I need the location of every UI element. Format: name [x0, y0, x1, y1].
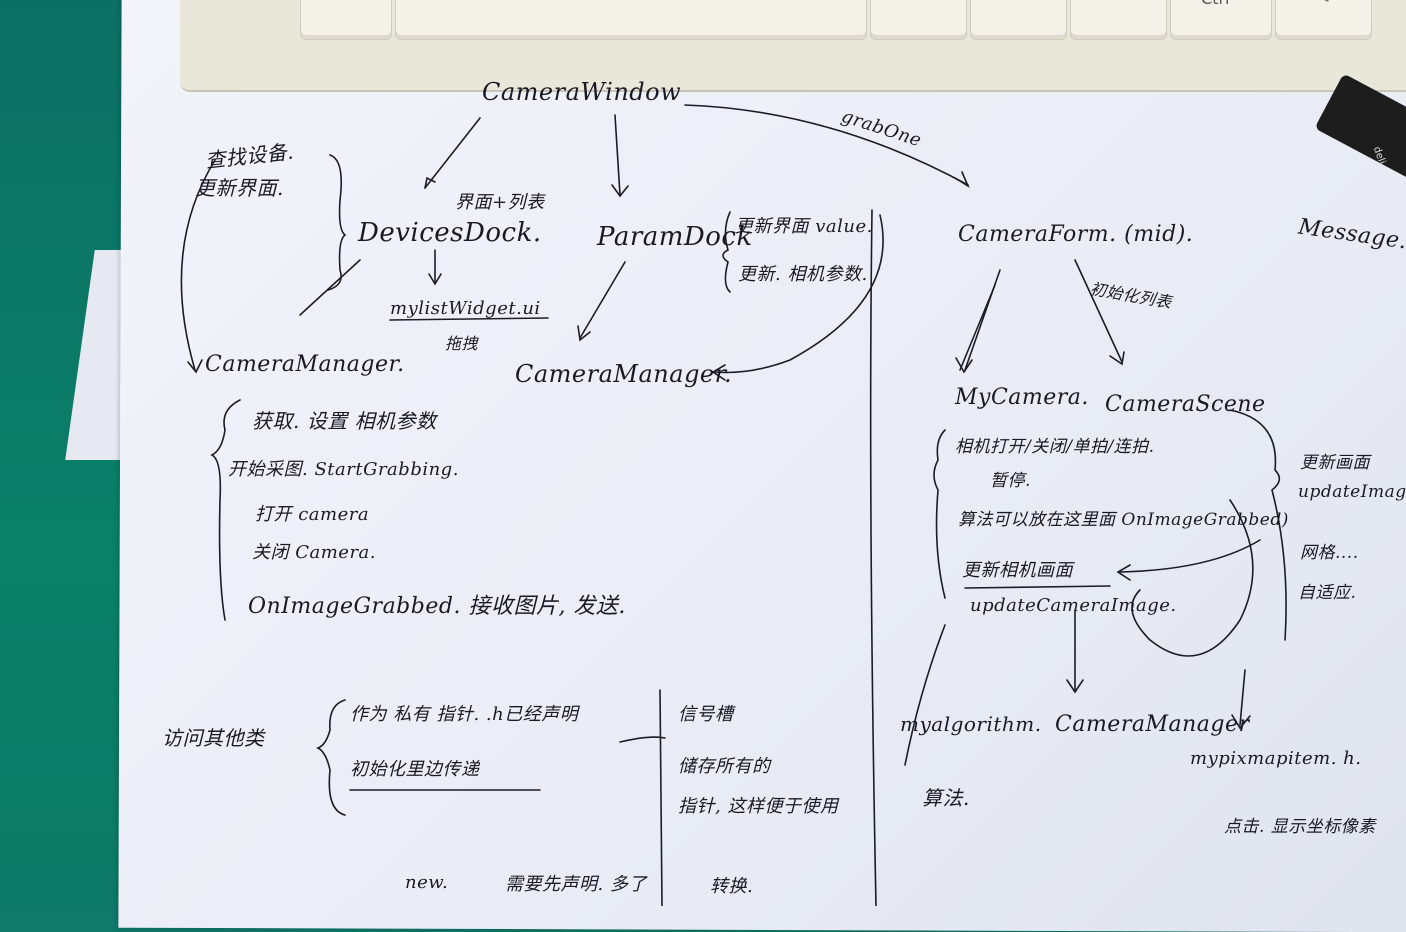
note-bottom-partial: 需要先声明. 多了 — [505, 874, 647, 895]
note-cm-start-grab: 开始采图. StartGrabbing. — [228, 459, 459, 480]
arrow-scene-to-mycamera — [1119, 539, 1261, 573]
arrow-head — [577, 325, 591, 342]
note-camera-form: CameraForm. (mid). — [958, 222, 1194, 247]
divider-line — [869, 209, 877, 906]
arrow-head — [187, 359, 203, 374]
arrow-left-icon: ◁ — [1316, 0, 1328, 4]
keyboard-key — [870, 0, 967, 40]
brace-paramdock — [722, 211, 731, 293]
curve-to-cm-mid — [714, 214, 884, 374]
note-init-pass: 初始化里边传递 — [350, 759, 480, 780]
note-my-algorithm: myalgorithm. — [900, 712, 1042, 736]
note-ptr-easy-use: 指针, 这样便于使用 — [678, 796, 839, 817]
note-mc-open-close: 相机打开/关闭/单拍/连拍. — [955, 437, 1155, 457]
keyboard: Ctrl ◁ — [180, 0, 1406, 92]
arrow-head — [1109, 351, 1125, 366]
note-drag: 拖拽 — [445, 334, 479, 353]
handwritten-arrows — [180, 104, 1287, 906]
keyboard-key — [970, 0, 1067, 40]
arrow-head — [1231, 714, 1251, 730]
arrow-cw-to-devicesdock — [424, 117, 481, 189]
note-click-show-pixel: 点击. 显示坐标像素 — [1224, 817, 1376, 837]
note-mc-algo: 算法可以放在这里面 OnImageGrabbed) — [958, 510, 1289, 530]
note-convert: 转换. — [710, 876, 754, 897]
note-mc-update-camera-image: updateCameraImage. — [970, 595, 1177, 616]
arrow-cf-to-scene — [1074, 259, 1123, 363]
note-cs-update-screen: 更新画面 — [1300, 453, 1370, 473]
keyboard-ctrl-key: Ctrl — [1170, 0, 1272, 40]
keyboard-spacebar — [395, 0, 867, 40]
note-camera-manager-left: CameraManager. — [205, 352, 405, 377]
arrow-cf-to-mycamera-2 — [959, 284, 996, 371]
note-param-dock: ParamDock — [597, 222, 753, 252]
note-camera-manager-bottom: CameraManager — [1055, 712, 1250, 737]
arrow-head — [711, 364, 726, 381]
arrow-paramdock-to-cm — [579, 261, 626, 339]
note-update-ui-value: 更新界面 value. — [735, 216, 873, 237]
divider-signals — [659, 689, 663, 906]
note-cm-open: 打开 camera — [255, 504, 370, 525]
arrow-head — [428, 273, 442, 286]
note-update-ui: 更新界面. — [195, 176, 284, 200]
arrow-head — [424, 176, 436, 189]
note-camera-scene: CameraScene — [1105, 392, 1266, 417]
note-cs-grid: 网格.... — [1300, 543, 1359, 563]
note-camera-manager-mid: CameraManager. — [515, 360, 733, 388]
note-new: new. — [405, 872, 449, 893]
arrow-cw-to-paramdock — [614, 114, 621, 196]
note-cs-update-image: updateImage — [1298, 482, 1406, 502]
keyboard-arrow-key: ◁ — [1275, 0, 1372, 40]
brace-camerascene — [1229, 409, 1287, 641]
arrow-head — [611, 184, 629, 198]
note-mc-pause: 暂停. — [990, 471, 1031, 491]
underline-update-image — [964, 585, 1111, 589]
note-camera-window: CameraWindow — [482, 78, 682, 106]
note-cm-on-image: OnImageGrabbed. 接收图片, 发送. — [248, 594, 626, 619]
note-my-pixmap-item: mypixmapitem. h. — [1190, 748, 1362, 769]
arrow-head — [1116, 564, 1131, 581]
arrow-head — [955, 357, 973, 374]
brace-find-devices — [327, 154, 347, 291]
line-to-signals — [619, 736, 666, 743]
brace-mycamera — [933, 429, 946, 599]
curve-to-cameramanager — [180, 159, 216, 371]
keyboard-key — [1070, 0, 1167, 40]
arrow-cw-grabone-to-cameraform — [684, 104, 969, 186]
brace-cameramanager — [210, 399, 241, 621]
note-my-camera: MyCamera. — [955, 385, 1089, 410]
arrow-head — [954, 171, 970, 189]
note-access-other: 访问其他类 — [162, 726, 265, 750]
note-mc-update-image: 更新相机画面 — [962, 560, 1073, 581]
arrow-head — [1066, 679, 1084, 694]
arrow-devicesdock-to-cm — [299, 259, 361, 316]
note-devices-dock: DevicesDock. — [358, 218, 542, 248]
keyboard-key — [300, 0, 392, 40]
note-update-camera-params: 更新. 相机参数. — [738, 264, 868, 285]
note-signals-slots: 信号槽 — [678, 704, 734, 725]
note-ui-list: 界面+列表 — [455, 192, 545, 213]
note-as-private-ptr: 作为 私有 指针. .h已经声明 — [350, 704, 579, 725]
note-cm-close: 关闭 Camera. — [252, 542, 377, 563]
brace-access-other — [316, 699, 346, 816]
ctrl-key-label: Ctrl — [1201, 0, 1229, 8]
note-algorithm: 算法. — [922, 786, 970, 810]
note-cm-get-set-params: 获取. 设置 相机参数 — [252, 409, 437, 433]
loop-curve — [1131, 499, 1254, 657]
note-store-all-ptrs: 储存所有的 — [678, 756, 771, 777]
underline-widget — [389, 317, 549, 321]
arrow-to-pixmapitem — [1239, 669, 1246, 726]
note-mylist-widget: mylistWidget.ui — [390, 298, 541, 319]
note-cs-adapt: 自适应. — [1298, 583, 1357, 603]
line-to-myalgorithm — [904, 624, 946, 766]
